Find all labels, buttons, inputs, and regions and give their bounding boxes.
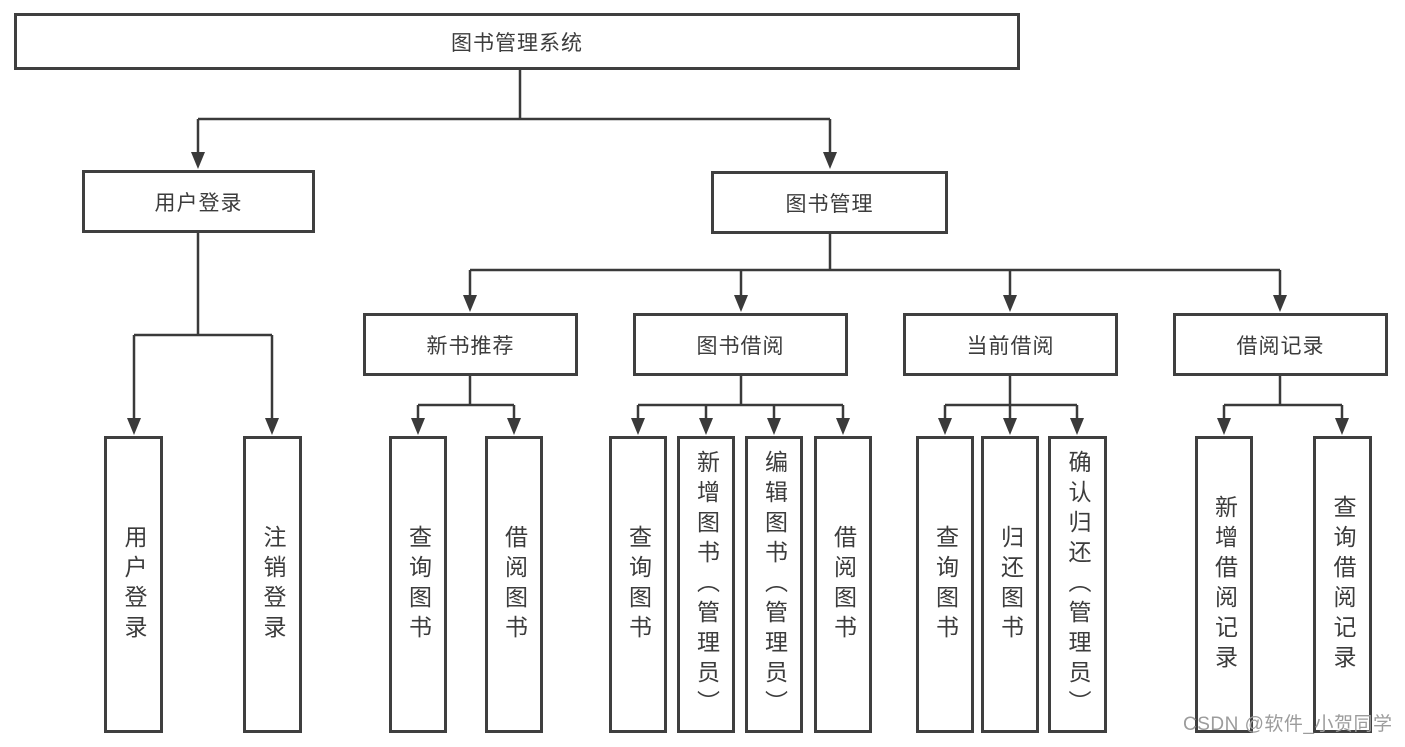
leaf-current-query-books-label: 查询图书 — [932, 524, 959, 645]
leaf-records-query-record-label: 查询借阅记录 — [1330, 494, 1356, 675]
node-book-borrow-label: 图书借阅 — [696, 334, 785, 358]
leaf-current-return-books-label: 归还图书 — [997, 524, 1024, 645]
leaf-logout-label: 注销登录 — [260, 524, 286, 645]
leaf-borrow-borrow-books: 借阅图书 — [814, 436, 872, 733]
node-book-borrow: 图书借阅 — [633, 313, 848, 376]
connector-paths — [132, 70, 1344, 422]
node-book-management: 图书管理 — [711, 171, 948, 234]
leaf-records-add-record: 新增借阅记录 — [1195, 436, 1253, 733]
node-new-book-recommend-label: 新书推荐 — [426, 334, 515, 358]
leaf-user-login: 用户登录 — [104, 436, 163, 733]
node-current-borrow: 当前借阅 — [903, 313, 1118, 376]
leaf-records-query-record: 查询借阅记录 — [1313, 436, 1372, 733]
node-root-system: 图书管理系统 — [14, 13, 1020, 70]
node-root-label: 图书管理系统 — [451, 31, 583, 55]
leaf-current-query-books: 查询图书 — [916, 436, 974, 733]
node-book-management-label: 图书管理 — [785, 192, 874, 216]
leaf-borrow-edit-books-admin: 编辑图书（管理员） — [745, 436, 803, 733]
leaf-borrow-query-books-label: 查询图书 — [625, 524, 652, 645]
leaf-recommend-borrow-books: 借阅图书 — [485, 436, 543, 733]
leaf-borrow-add-books-admin-label: 新增图书（管理员） — [693, 449, 720, 720]
leaf-borrow-edit-books-admin-label: 编辑图书（管理员） — [761, 449, 788, 720]
leaf-current-confirm-return-admin: 确认归还（管理员） — [1048, 436, 1107, 733]
leaf-user-login-label: 用户登录 — [121, 524, 147, 645]
node-user-login: 用户登录 — [82, 170, 315, 233]
leaf-logout: 注销登录 — [243, 436, 302, 733]
leaf-recommend-query-books: 查询图书 — [389, 436, 447, 733]
node-user-login-label: 用户登录 — [154, 191, 243, 215]
node-borrow-records-label: 借阅记录 — [1236, 334, 1325, 358]
arrowheads — [127, 152, 1349, 435]
leaf-borrow-query-books: 查询图书 — [609, 436, 667, 733]
leaf-borrow-borrow-books-label: 借阅图书 — [830, 524, 857, 645]
leaf-records-add-record-label: 新增借阅记录 — [1211, 494, 1238, 675]
node-borrow-records: 借阅记录 — [1173, 313, 1388, 376]
node-new-book-recommend: 新书推荐 — [363, 313, 578, 376]
leaf-recommend-borrow-books-label: 借阅图书 — [501, 524, 528, 645]
leaf-recommend-query-books-label: 查询图书 — [405, 524, 432, 645]
csdn-watermark: CSDN @软件_小贺同学 — [1183, 714, 1393, 735]
leaf-borrow-add-books-admin: 新增图书（管理员） — [677, 436, 735, 733]
node-current-borrow-label: 当前借阅 — [966, 334, 1055, 358]
leaf-current-return-books: 归还图书 — [981, 436, 1039, 733]
leaf-current-confirm-return-admin-label: 确认归还（管理员） — [1065, 449, 1091, 720]
